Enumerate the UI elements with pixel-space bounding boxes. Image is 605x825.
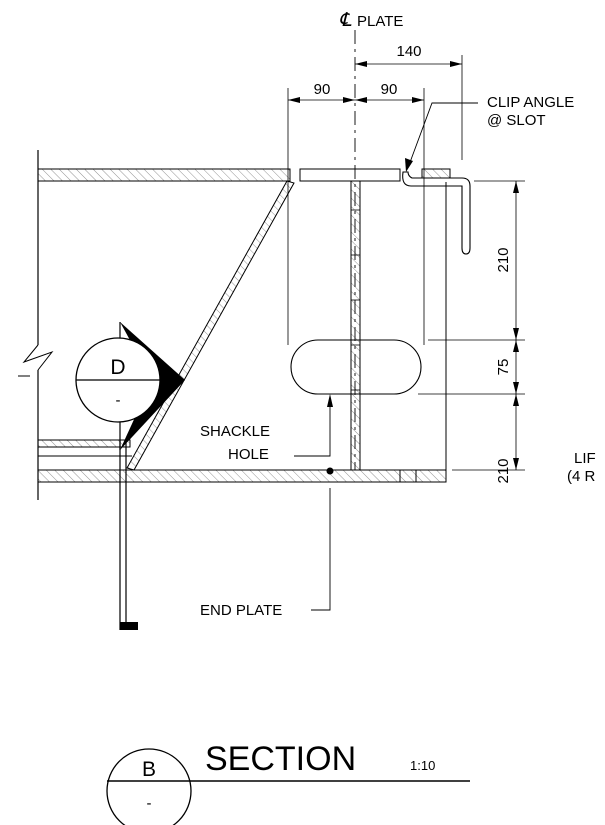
detail-sheet: - [116, 392, 121, 409]
dimension-90-90: 90 90 [288, 81, 424, 103]
section-scale: 1:10 [410, 758, 435, 773]
clip-angle [402, 171, 471, 255]
lower-stiffener [37, 439, 138, 630]
dim-210-bottom-label: 210 [495, 458, 512, 483]
detail-callout-d: D - [75, 322, 185, 450]
cl-plate-label: ℄ PLATE [339, 10, 403, 31]
dimension-140: 140 [355, 43, 462, 67]
shackle-hole-callout: SHACKLE HOLE [200, 394, 333, 463]
cl-plate-text: PLATE [357, 13, 403, 30]
clip-angle-callout: CLIP ANGLE @ SLOT [405, 94, 574, 172]
centerline-symbol: ℄ [339, 10, 352, 31]
section-sheet: - [147, 795, 152, 812]
extension-lines [287, 55, 525, 471]
clip-angle-line2: @ SLOT [487, 112, 546, 129]
section-letter: B [142, 758, 156, 781]
dim-210-top-label: 210 [495, 247, 512, 272]
top-flange [37, 168, 451, 182]
shackle-hole [290, 339, 422, 395]
dim-90-right-label: 90 [381, 81, 398, 98]
diagonal-brace [126, 180, 295, 471]
left-web-break [18, 150, 54, 500]
dim-140-label: 140 [396, 43, 421, 60]
end-plate-label: END PLATE [200, 602, 282, 619]
section-title-block: B - SECTION 1:10 [106, 740, 470, 825]
dim-90-left-label: 90 [314, 81, 331, 98]
bottom-flange [37, 469, 447, 483]
dim-75-label: 75 [495, 359, 512, 376]
lif-line1: LIF [574, 450, 596, 467]
section-title: SECTION [205, 740, 356, 778]
end-plate [350, 180, 361, 471]
shackle-line1: SHACKLE [200, 423, 270, 440]
detail-letter: D [110, 356, 125, 379]
vertical-dimensions: 210 75 210 [495, 181, 519, 484]
lifting-note: LIF (4 R [567, 450, 596, 485]
end-plate-callout: END PLATE [200, 467, 334, 619]
shackle-line2: HOLE [228, 446, 269, 463]
lif-line2: (4 R [567, 468, 596, 485]
clip-angle-line1: CLIP ANGLE [487, 94, 574, 111]
